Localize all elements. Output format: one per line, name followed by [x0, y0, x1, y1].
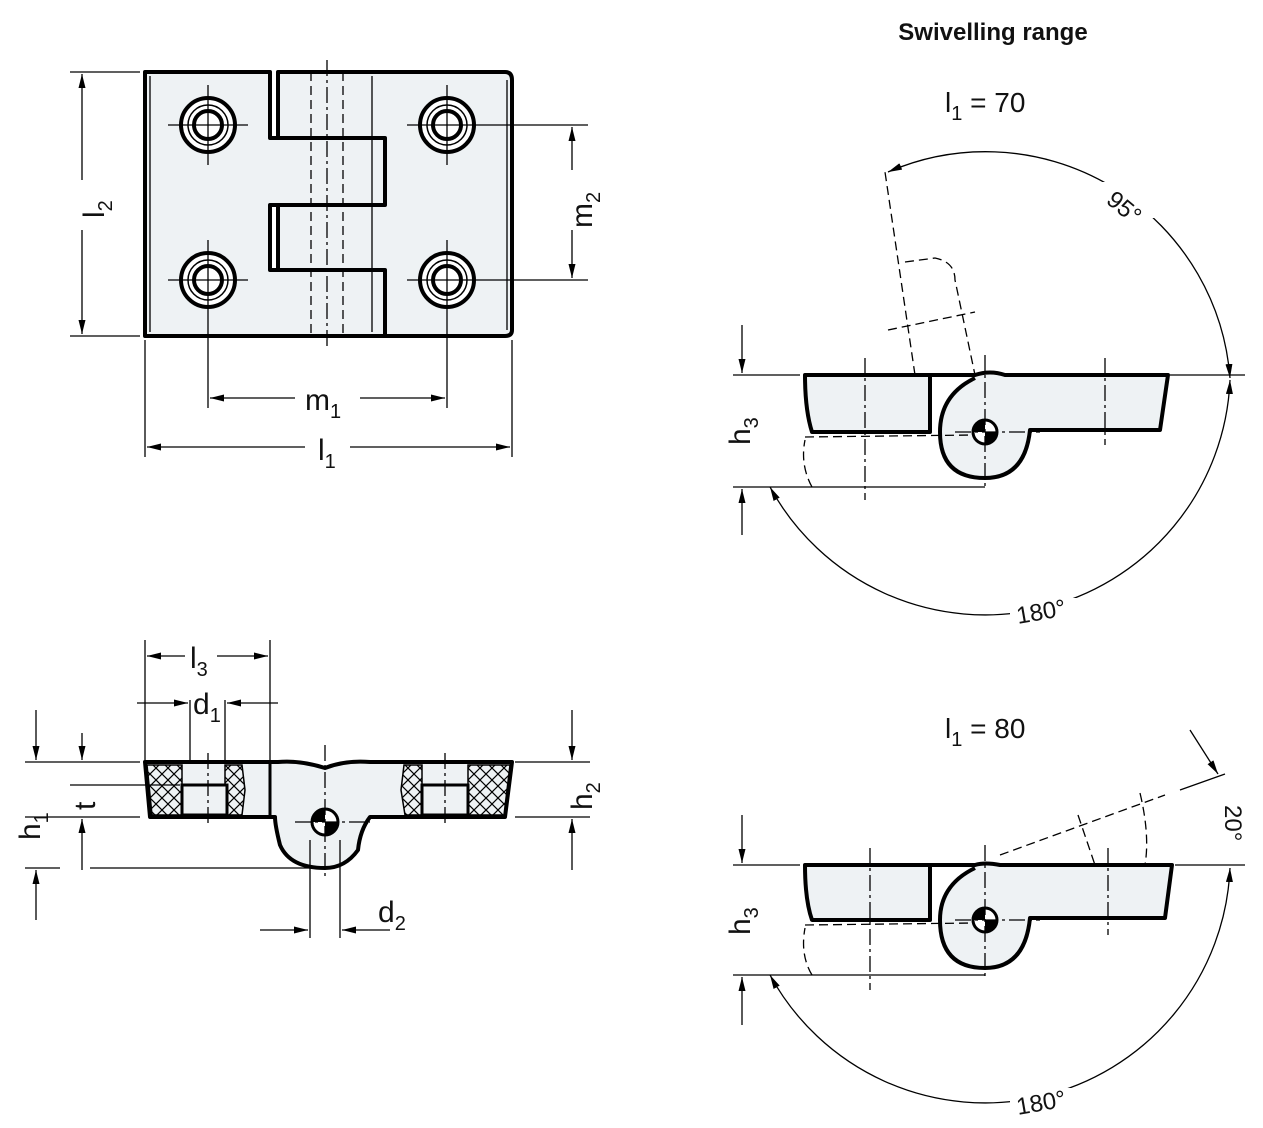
swivel-diagram-l1-80: l1 = 80 h3 20° 180° [724, 713, 1246, 1121]
dim-label-m1: m1 [305, 384, 341, 423]
swivelling-range-title: Swivelling range [898, 19, 1087, 46]
dim-label-d1: d1 [193, 688, 221, 727]
hinge-section-view: l3 d1 h1 t h2 d2 [14, 640, 605, 938]
angle-label-20: 20° [1219, 805, 1246, 841]
dim-label-h3-80: h3 [724, 907, 763, 935]
dim-label-m2: m2 [566, 192, 605, 228]
hinge-top-view: l2 m2 m1 l1 [62, 60, 605, 473]
dim-label-l2: l2 [78, 200, 117, 218]
swivel-diagram-l1-70: l1 = 70 h3 95° 180° [724, 87, 1245, 630]
dim-label-l1: l1 [318, 434, 336, 473]
dim-label-l3: l3 [190, 642, 208, 681]
dim-label-h3-70: h3 [724, 417, 763, 445]
dim-label-h1: h1 [14, 812, 53, 840]
caption-l1-80: l1 = 80 [945, 713, 1025, 751]
dim-label-t: t [69, 801, 102, 810]
dim-label-h2: h2 [566, 782, 605, 810]
caption-l1-70: l1 = 70 [945, 87, 1025, 125]
dim-label-d2: d2 [378, 896, 406, 935]
